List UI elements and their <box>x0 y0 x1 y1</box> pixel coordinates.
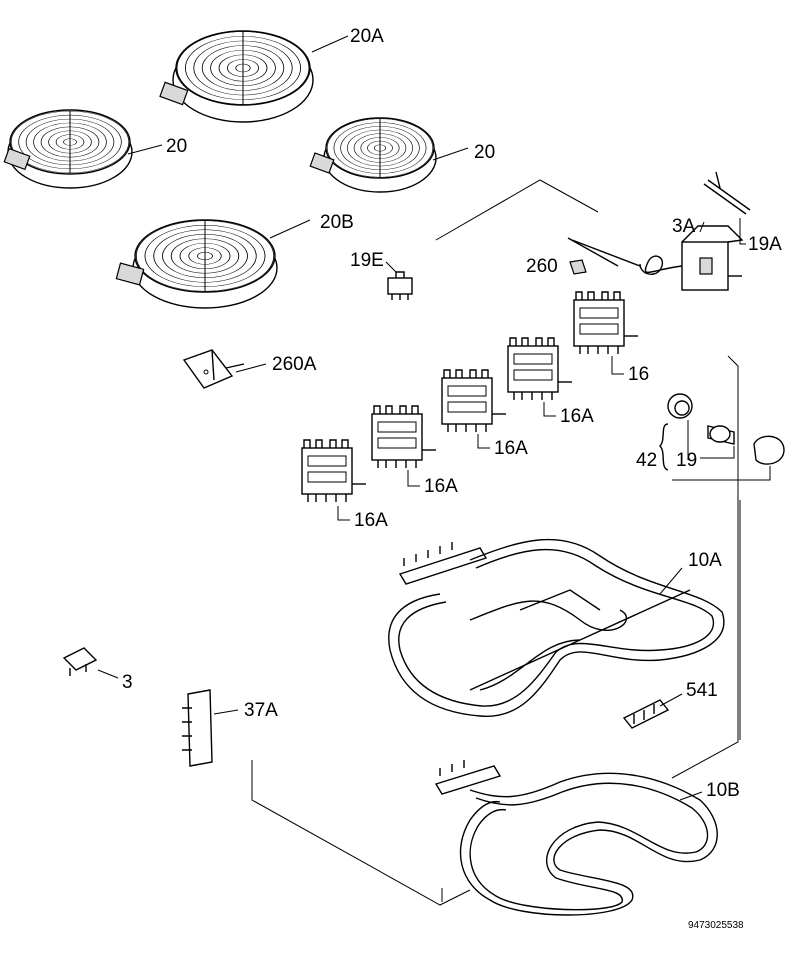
label-20a: 20A <box>350 26 384 47</box>
label-20b: 20B <box>320 212 354 233</box>
switch-16a-3 <box>371 405 437 487</box>
label-37a: 37A <box>244 700 278 721</box>
label-19: 19 <box>676 450 697 471</box>
label-260a: 260A <box>272 354 317 375</box>
connector-541 <box>622 693 683 729</box>
part-3 <box>62 647 119 679</box>
switch-19e <box>385 261 413 300</box>
clip-260 <box>569 259 587 275</box>
switch-16a-4 <box>301 439 367 521</box>
label-541: 541 <box>686 680 718 701</box>
label-16a-3: 16A <box>424 476 458 497</box>
heating-element-10b <box>434 760 718 916</box>
switch-16a-2 <box>441 369 507 449</box>
label-260: 260 <box>526 256 558 277</box>
switch-16a-1 <box>507 337 573 417</box>
lamp-assembly-42 <box>659 393 785 481</box>
label-42: 42 <box>636 450 657 471</box>
label-3: 3 <box>122 672 133 693</box>
hotplate-20-right <box>309 117 469 193</box>
label-19e: 19E <box>350 250 384 271</box>
hotplate-20-left <box>3 109 163 189</box>
label-10b: 10B <box>706 780 740 801</box>
label-20-right: 20 <box>474 142 495 163</box>
label-3a: 3A <box>672 216 696 237</box>
label-20-left: 20 <box>166 136 187 157</box>
frame-outline <box>251 179 741 906</box>
thermostat-3a <box>567 221 744 291</box>
switch-16 <box>573 291 639 375</box>
label-19a: 19A <box>748 234 782 255</box>
label-16a-4: 16A <box>354 510 388 531</box>
heating-element-10a <box>388 538 725 717</box>
label-16a-2: 16A <box>494 438 528 459</box>
label-16a-1: 16A <box>560 406 594 427</box>
part-labels: 20A 20 20 20B 19E 3A 19A 260 260A 16 16A… <box>122 26 782 931</box>
hotplate-20a <box>159 30 349 123</box>
sensor-19a <box>703 171 751 245</box>
bracket-260a <box>182 349 267 389</box>
hotplate-20b <box>115 219 311 309</box>
label-16: 16 <box>628 364 649 385</box>
label-10a: 10A <box>688 550 722 571</box>
reference-number: 9473025538 <box>688 920 744 931</box>
terminal-block-37a <box>182 689 239 767</box>
